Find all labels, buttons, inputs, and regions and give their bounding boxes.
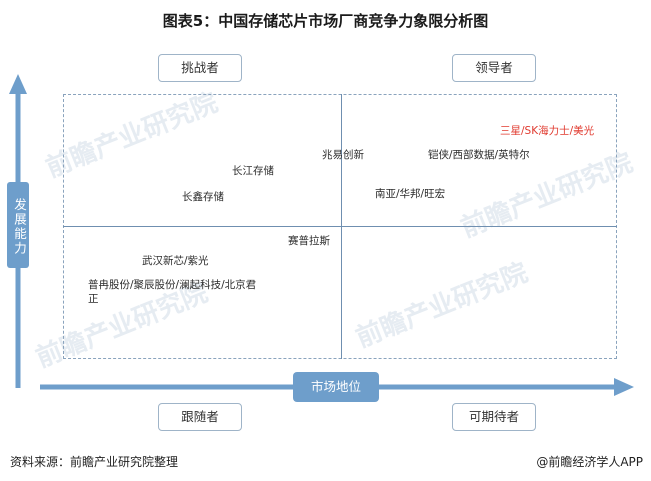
source-note: 资料来源：前瞻产业研究院整理: [10, 455, 179, 469]
brand-credit: @前瞻经济学人APP: [536, 455, 643, 469]
y-axis-label: 发展能力: [7, 182, 29, 268]
horizontal-divider: [63, 226, 617, 227]
company-label: 长鑫存储: [182, 191, 224, 203]
x-axis-label: 市场地位: [293, 372, 379, 402]
y-axis-arrowhead: [9, 74, 27, 94]
company-label: 赛普拉斯: [288, 235, 330, 247]
company-label: 普冉股份/聚辰股份/澜起科技/北京君正: [88, 279, 257, 305]
company-label: 铠侠/西部数据/英特尔: [428, 149, 530, 161]
quadrant-label-challenger: 挑战者: [158, 54, 242, 82]
x-axis-arrowhead: [614, 378, 634, 396]
company-label: 三星/SK海力士/美光: [500, 125, 595, 137]
company-label: 武汉新芯/紫光: [142, 255, 209, 267]
company-label: 南亚/华邦/旺宏: [375, 188, 446, 200]
company-label: 兆易创新: [322, 149, 364, 161]
quadrant-label-follower: 跟随者: [158, 403, 242, 431]
quadrant-label-leader: 领导者: [452, 54, 536, 82]
quadrant-label-potential: 可期待者: [452, 403, 536, 431]
page-title: 图表5：中国存储芯片市场厂商竞争力象限分析图: [162, 12, 489, 30]
company-label: 长江存储: [232, 165, 274, 177]
